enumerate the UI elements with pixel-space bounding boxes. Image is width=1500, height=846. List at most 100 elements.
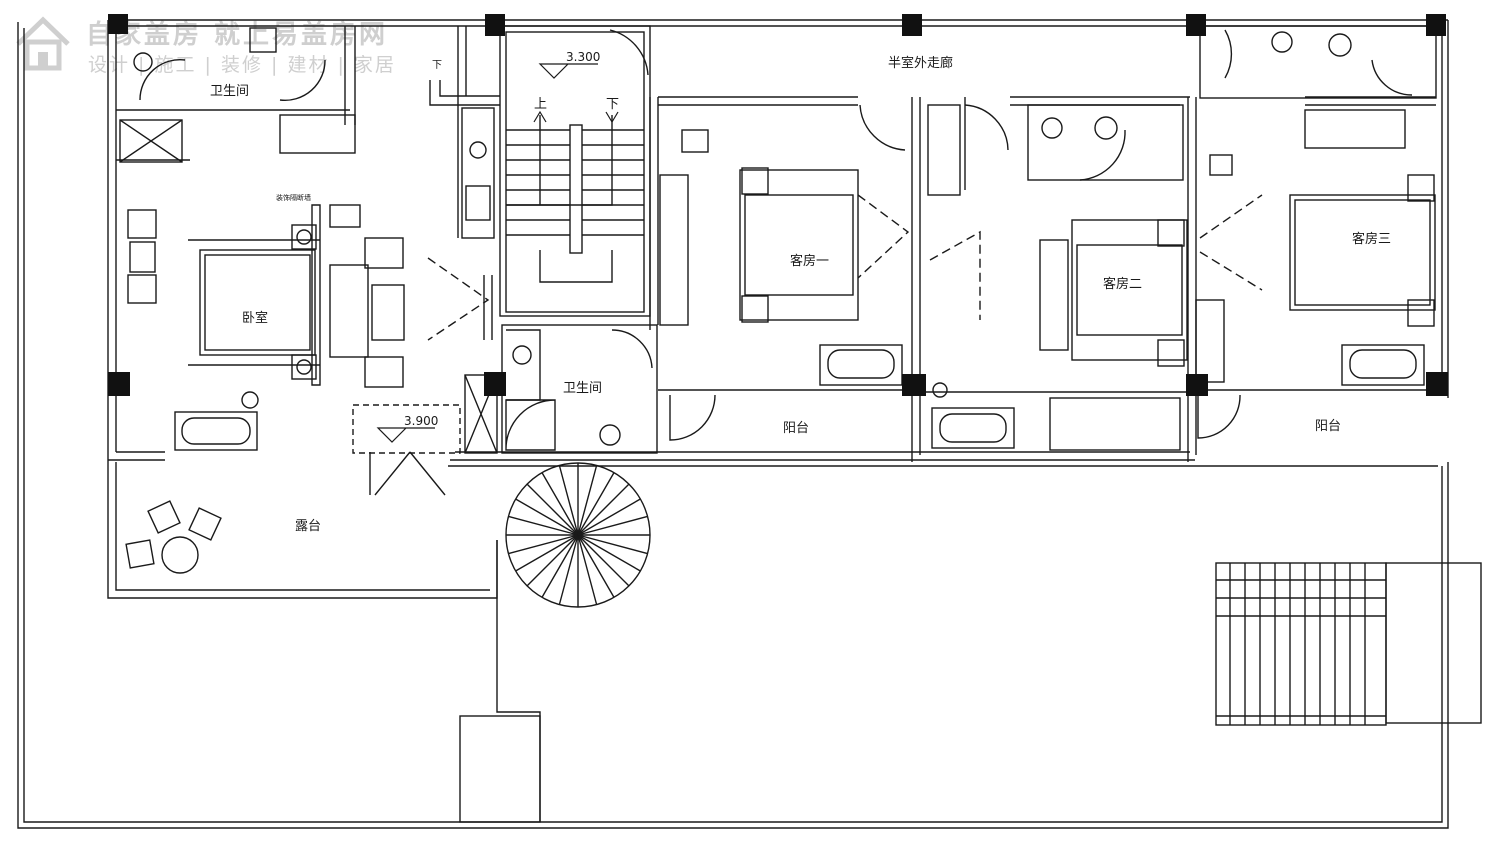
stair-handrail — [569, 124, 583, 254]
guest-two-wardrobe — [927, 104, 961, 196]
guest-three-sink — [1271, 31, 1293, 53]
guest-wall-two — [911, 97, 966, 462]
guest-two-bed — [1071, 219, 1188, 361]
label-balcony-one: 阳台 — [783, 421, 809, 436]
partition-wall — [311, 204, 321, 386]
site-boundary — [17, 22, 1449, 829]
spiral-tread — [577, 534, 648, 555]
armchair — [364, 356, 404, 388]
guest-three-desk — [1209, 154, 1233, 176]
desk — [279, 114, 356, 154]
exterior-wall-bottom — [108, 451, 1195, 461]
terrace-door — [369, 451, 446, 496]
terrace-chair — [125, 539, 155, 569]
pillar-block — [459, 715, 541, 823]
door-swing-dashed — [427, 194, 1263, 341]
balcony-doors — [669, 394, 1241, 441]
label-bath-two: 卫生间 — [563, 381, 602, 396]
spiral-tread — [508, 534, 579, 555]
shower-tray — [505, 399, 556, 451]
stair-treads — [506, 129, 644, 236]
interior-wall-stair — [429, 26, 500, 238]
spiral-tread — [515, 498, 579, 536]
guest-two-toilet — [1094, 116, 1118, 140]
guest-three-toilet — [1328, 33, 1352, 57]
stair-arrowhead-up — [533, 110, 547, 123]
label-stair-down: 下 — [606, 97, 619, 112]
label-guest-two: 客房二 — [1103, 276, 1142, 292]
label-guest-one: 客房一 — [790, 253, 829, 269]
sink-icon — [465, 185, 491, 221]
nightstand — [291, 354, 317, 380]
spiral-tread — [508, 515, 579, 536]
label-master-bedroom: 卧室 — [242, 310, 268, 326]
master-bathtub — [174, 411, 258, 451]
stair-arrow-down — [506, 115, 613, 206]
guest-one-desk — [681, 129, 709, 153]
label-corridor: 半室外走廊 — [888, 55, 953, 71]
spiral-tread — [541, 534, 579, 598]
dining-chair — [127, 209, 157, 239]
terrace-chair — [147, 500, 181, 534]
master-bath-vanity — [249, 27, 277, 53]
column — [902, 374, 926, 396]
spiral-tread — [541, 472, 579, 536]
guest-two-bath — [1027, 104, 1184, 181]
structural-columns — [108, 14, 1448, 396]
terrace-outline-inner — [115, 462, 490, 591]
master-bed — [199, 249, 316, 356]
spiral-tread — [577, 534, 641, 572]
exterior-stair — [1215, 562, 1387, 726]
elevation-stair: 3.300 — [566, 50, 600, 64]
column — [1426, 14, 1446, 36]
spiral-tread — [558, 465, 579, 536]
elevation-marker-terrace — [376, 427, 435, 443]
armchair — [364, 237, 404, 269]
elevation-marker-stair — [538, 63, 598, 79]
nightstand — [1407, 174, 1435, 202]
terrace-chair — [188, 507, 222, 541]
coffee-table — [371, 284, 405, 341]
floor-lamp-icon — [932, 382, 948, 398]
exterior-wall-right — [1441, 20, 1449, 398]
bath-two-door — [611, 329, 653, 369]
label-master-bath: 卫生间 — [210, 84, 249, 99]
stair-landing — [539, 250, 613, 283]
stair-small-box — [464, 374, 498, 454]
guest-one-bathtub — [819, 344, 903, 386]
site-boundary-inner — [23, 28, 1443, 823]
spiral-tread — [577, 534, 598, 605]
guest-two-sofa — [1039, 239, 1069, 351]
guest-three-bath — [1199, 25, 1437, 99]
master-bath-doors — [139, 58, 326, 102]
exterior-stair-treads — [1216, 563, 1386, 725]
spiral-tread — [577, 515, 648, 536]
guest-wall-one — [649, 97, 659, 330]
label-terrace: 露台 — [295, 519, 321, 534]
label-partition-note: 装饰隔断墙 — [276, 193, 311, 202]
label-balcony-two: 阳台 — [1315, 419, 1341, 434]
label-guest-three: 客房三 — [1352, 231, 1391, 247]
column — [108, 372, 130, 396]
kitchen-counter — [461, 107, 495, 239]
spiral-tread — [577, 534, 630, 587]
stove-icon — [469, 141, 487, 159]
label-stair-up: 上 — [534, 97, 547, 112]
terrace-table — [161, 536, 199, 574]
column — [108, 14, 128, 34]
column — [485, 14, 505, 36]
stair-landing-box — [1385, 562, 1482, 724]
column — [484, 372, 506, 396]
guest-three-bed — [1289, 194, 1436, 311]
guest-two-bath-door — [1079, 129, 1126, 181]
sofa — [329, 264, 369, 358]
spiral-tread — [558, 534, 579, 605]
stair-shaft — [499, 25, 651, 317]
exterior-wall-top — [110, 19, 1448, 27]
guest-wall-three — [1187, 97, 1197, 462]
spiral-tread — [577, 465, 598, 536]
spiral-tread — [526, 534, 579, 587]
guest-one-bed — [739, 169, 859, 321]
spiral-tread — [577, 498, 641, 536]
